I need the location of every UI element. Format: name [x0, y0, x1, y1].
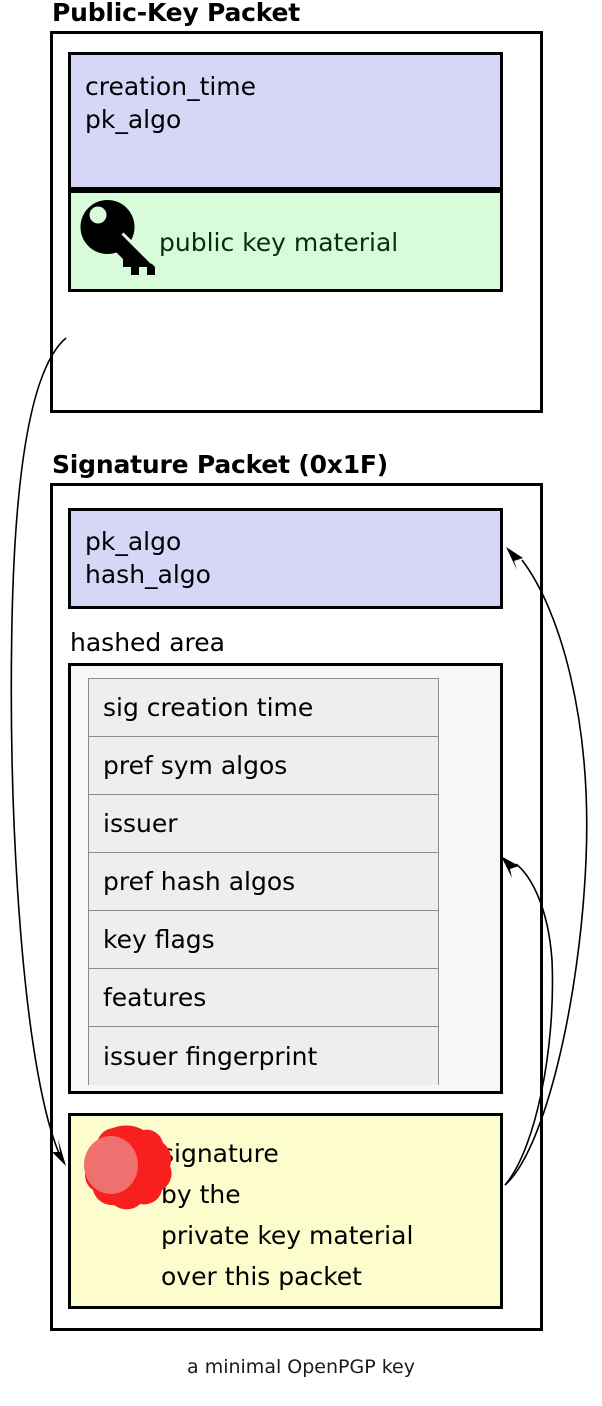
signature-packet-title: Signature Packet (0x1F)	[52, 450, 389, 479]
public-key-material-field: public key material	[68, 190, 503, 292]
subpacket-row: pref hash algos	[89, 853, 438, 911]
signature-field-text: signature by the private key material ov…	[161, 1139, 414, 1291]
diagram-caption: a minimal OpenPGP key	[187, 1356, 415, 1378]
signature-algo-field: pk_algo hash_algo	[68, 508, 503, 609]
public-key-packet-title: Public-Key Packet	[52, 0, 301, 27]
hashed-area-label: hashed area	[70, 628, 225, 657]
hashed-subpacket-table: sig creation time pref sym algos issuer …	[88, 678, 439, 1085]
public-key-header-field-text: creation_time pk_algo ...	[85, 72, 257, 200]
subpacket-row: key flags	[89, 911, 438, 969]
subpacket-row: issuer fingerprint	[89, 1027, 438, 1085]
subpacket-row: pref sym algos	[89, 737, 438, 795]
public-key-material-label: public key material	[159, 228, 399, 257]
subpacket-row: sig creation time	[89, 679, 438, 737]
public-key-header-field: creation_time pk_algo ...	[68, 52, 503, 200]
signature-algo-field-text: pk_algo hash_algo	[85, 527, 211, 589]
subpacket-row: features	[89, 969, 438, 1027]
subpacket-row: issuer	[89, 795, 438, 853]
signature-field: signature by the private key material ov…	[68, 1113, 503, 1309]
